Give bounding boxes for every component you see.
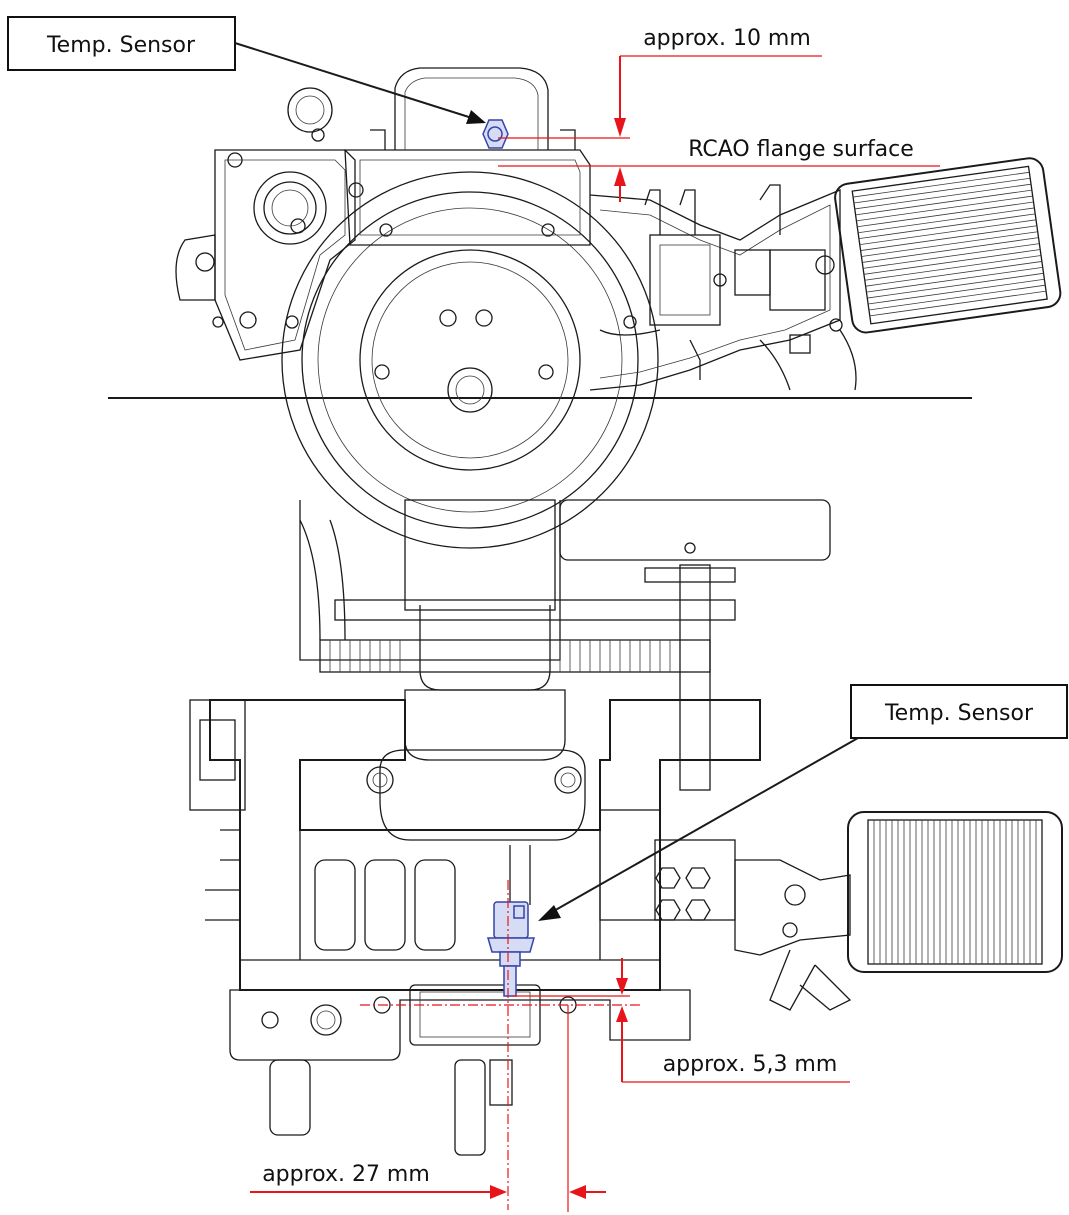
top-cover	[394, 67, 549, 150]
temp-sensor-profile	[487, 901, 535, 997]
dimension-5-3mm-label: approx. 5,3 mm	[663, 1052, 838, 1077]
dimension-27mm	[250, 1005, 606, 1212]
top-callout-leader	[234, 42, 473, 119]
central-neck	[419, 605, 551, 691]
bottom-callout-box	[850, 684, 1068, 739]
flywheel-hub	[359, 249, 581, 471]
left-lug	[175, 234, 216, 301]
top-right-block	[559, 499, 831, 561]
top-engine-view	[7, 16, 1062, 549]
vertical-rod	[679, 564, 711, 791]
dimension-5-3mm	[360, 880, 850, 1210]
dimension-10mm-label: approx. 10 mm	[643, 26, 811, 51]
upper-column	[299, 500, 561, 661]
lower-bracket	[229, 989, 691, 1061]
dimension-10mm	[498, 55, 940, 202]
bottom-callout-leader	[551, 737, 859, 913]
left-port	[253, 171, 327, 245]
top-boss	[287, 87, 333, 133]
left-housing	[214, 149, 356, 361]
central-flange	[379, 749, 586, 841]
top-callout-box	[7, 16, 236, 71]
main-block	[209, 699, 761, 991]
flywheel-outer	[281, 171, 659, 549]
flange-surface-label: RCAO flange surface	[688, 137, 914, 162]
air-filter-bottom	[847, 811, 1063, 973]
upper-block	[344, 149, 591, 246]
gear-ring	[319, 639, 711, 673]
crossbar	[334, 599, 736, 621]
bottom-callout-label: Temp. Sensor	[884, 701, 1034, 726]
fitting-block	[654, 839, 736, 921]
air-filter-top	[834, 157, 1062, 334]
top-callout-label: Temp. Sensor	[46, 33, 196, 58]
bottom-engine-view	[189, 499, 1068, 1212]
carburetor-body	[649, 234, 721, 326]
intake-manifold	[589, 189, 841, 391]
dimension-27mm-label: approx. 27 mm	[262, 1162, 430, 1187]
right-housing	[599, 809, 661, 921]
temp-sensor-core	[487, 126, 503, 142]
